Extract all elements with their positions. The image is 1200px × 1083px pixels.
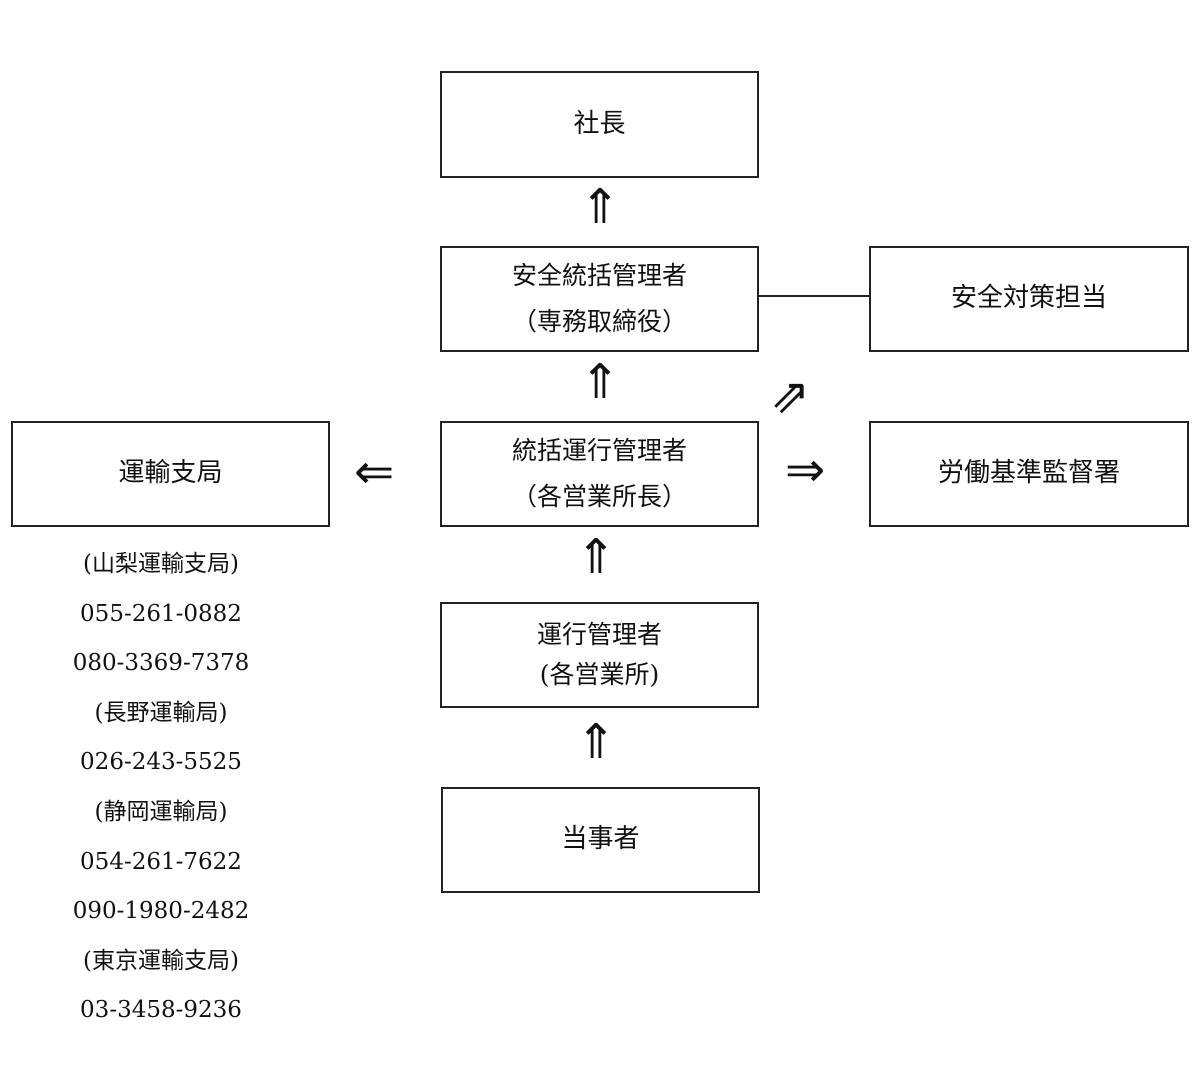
up-arrow-icon: ⇑ bbox=[576, 529, 617, 585]
operation-manager-title: 運行管理者 bbox=[536, 620, 662, 649]
operation-manager-box: 運行管理者 (各営業所) bbox=[440, 602, 759, 708]
president-box: 社長 bbox=[440, 71, 759, 178]
contact-phone: 03-3458-9236 bbox=[80, 997, 242, 1024]
safety-officer-box: 安全対策担当 bbox=[869, 246, 1189, 352]
transport-bureau-label: 運輸支局 bbox=[118, 458, 223, 489]
up-arrow-icon: ⇑ bbox=[580, 354, 621, 410]
labor-office-label: 労働基準監督署 bbox=[937, 458, 1120, 489]
party-box: 当事者 bbox=[441, 787, 760, 893]
right-arrow-icon: ⇒ bbox=[785, 442, 826, 498]
contact-phone: 054-261-7622 bbox=[80, 848, 242, 875]
up-arrow-icon: ⇑ bbox=[580, 179, 621, 235]
safety-manager-role: （専務取締役） bbox=[511, 307, 687, 336]
safety-manager-box: 安全統括管理者 （専務取締役） bbox=[440, 246, 759, 352]
transport-bureau-box: 運輸支局 bbox=[11, 421, 330, 527]
chief-operation-manager-box: 統括運行管理者 （各営業所長） bbox=[440, 421, 759, 527]
operation-manager-role: (各営業所) bbox=[539, 660, 660, 689]
up-right-arrow-icon: ⇗ bbox=[770, 368, 811, 424]
contact-office: (山梨運輸支局) bbox=[83, 551, 239, 577]
party-label: 当事者 bbox=[561, 824, 640, 855]
contact-phone: 090-1980-2482 bbox=[72, 898, 250, 925]
contact-phone: 026-243-5525 bbox=[80, 749, 242, 776]
safety-manager-title: 安全統括管理者 bbox=[511, 261, 687, 290]
chief-operation-manager-title: 統括運行管理者 bbox=[511, 436, 687, 465]
contacts-list: (山梨運輸支局) 055-261-0882 080-3369-7378 (長野運… bbox=[20, 542, 302, 1038]
left-arrow-icon: ⇐ bbox=[354, 444, 395, 500]
up-arrow-icon: ⇑ bbox=[576, 714, 617, 770]
president-label: 社長 bbox=[573, 108, 626, 139]
contact-phone: 080-3369-7378 bbox=[72, 650, 250, 677]
labor-office-box: 労働基準監督署 bbox=[869, 421, 1189, 527]
contact-office: (長野運輸局) bbox=[94, 699, 228, 726]
contact-office: (静岡運輸局) bbox=[94, 798, 228, 825]
safety-officer-label: 安全対策担当 bbox=[950, 283, 1107, 314]
safety-connector-line bbox=[759, 295, 869, 297]
contact-office: (東京運輸支局) bbox=[83, 947, 239, 974]
chief-operation-manager-role: （各営業所長） bbox=[511, 482, 687, 511]
contact-phone: 055-261-0882 bbox=[80, 600, 242, 627]
